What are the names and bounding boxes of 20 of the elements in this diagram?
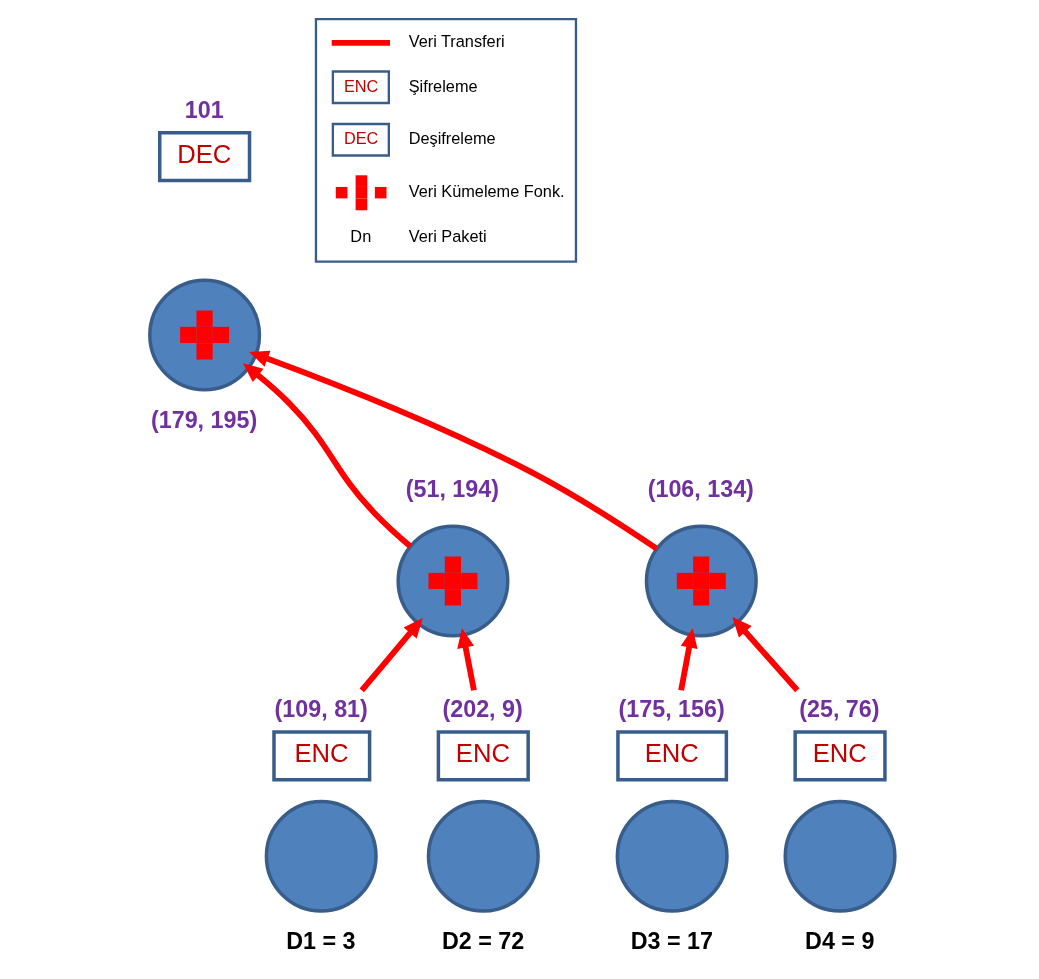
legend-label: Veri Transferi (408, 32, 505, 51)
node-label: (179, 195) (150, 407, 257, 434)
node-label: D2 = 72 (441, 928, 524, 955)
label: Dn (349, 226, 371, 245)
node-label: (175, 156) (618, 696, 725, 723)
node-label: (106, 134) (647, 476, 754, 503)
node-label: (202, 9) (441, 696, 523, 723)
node-label: (109, 81) (274, 696, 368, 723)
legend-label: Veri Paketi (408, 226, 487, 245)
node-label: D1 = 3 (285, 928, 356, 955)
node-label: 101 (184, 97, 224, 124)
legend-label: Veri Kümeleme Fonk. (408, 182, 565, 201)
label: ENC (343, 76, 378, 95)
node-label: (25, 76) (798, 696, 880, 723)
label: DEC (343, 129, 378, 148)
legend-label: Şifreleme (408, 76, 478, 95)
node-label: D4 = 9 (804, 928, 874, 955)
legend-label: Deşifreleme (408, 129, 496, 148)
node-label: D3 = 17 (630, 928, 713, 955)
node-label: (51, 194) (405, 476, 499, 503)
